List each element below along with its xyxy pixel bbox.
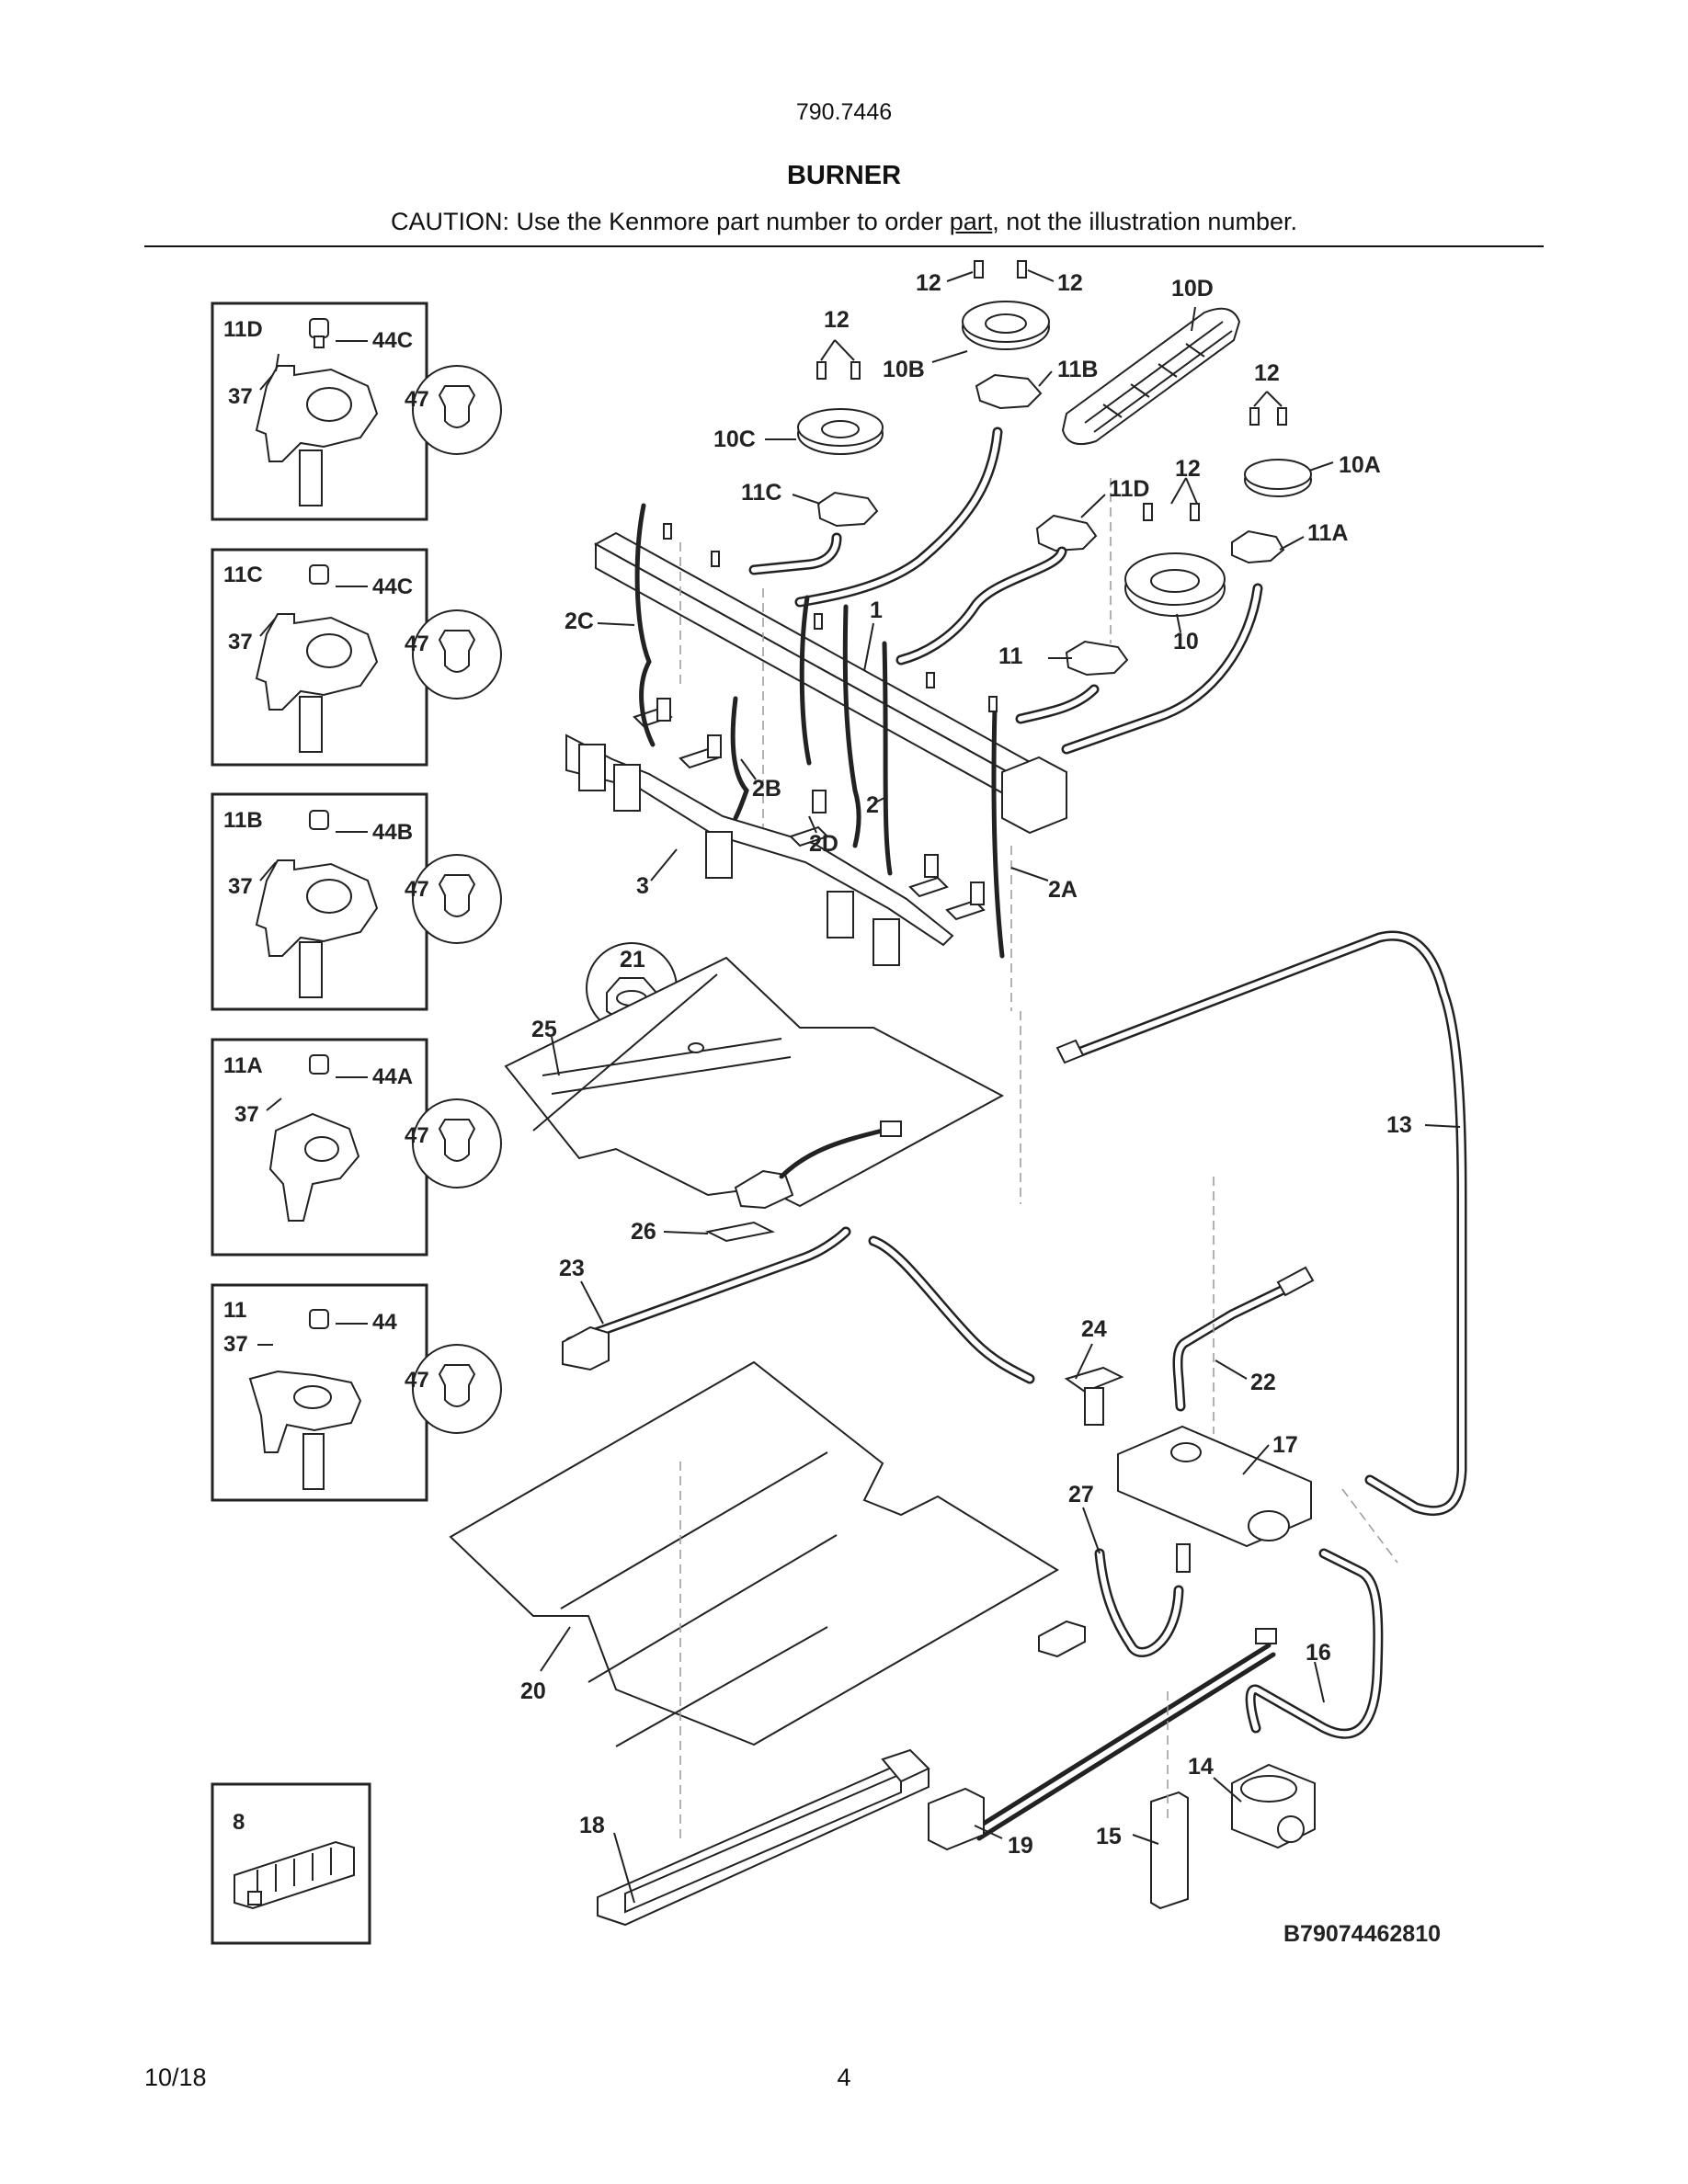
callout-24: 24 bbox=[1081, 1316, 1107, 1342]
inset-box-label: 8 bbox=[233, 1810, 245, 1835]
inset-box-label: 11A bbox=[223, 1053, 263, 1078]
callout-10b: 10B bbox=[883, 357, 925, 382]
callout-11a: 11A bbox=[1307, 520, 1348, 546]
callout-22: 22 bbox=[1250, 1370, 1276, 1395]
inset-box-11b: 11B 44B 37 47 bbox=[211, 792, 502, 1011]
callout-47: 47 bbox=[405, 1368, 429, 1393]
callout-44: 44 bbox=[372, 1310, 397, 1335]
callout-1: 1 bbox=[870, 597, 883, 623]
callout-44c: 44C bbox=[372, 574, 413, 599]
callout-27: 27 bbox=[1068, 1482, 1094, 1507]
callout-12: 12 bbox=[824, 307, 850, 333]
callout-12: 12 bbox=[1175, 456, 1201, 482]
caution-note: CAUTION: Use the Kenmore part number to … bbox=[0, 208, 1688, 236]
callout-47: 47 bbox=[405, 631, 429, 656]
callout-leaders bbox=[540, 269, 1461, 1904]
inset-box-label: 11B bbox=[223, 808, 263, 833]
callout-2b: 2B bbox=[752, 776, 781, 802]
callout-11b: 11B bbox=[1057, 357, 1098, 382]
callout-11d: 11D bbox=[1109, 476, 1149, 502]
inset-box-11a: 11A 44A 37 47 bbox=[211, 1038, 502, 1257]
callout-44b: 44B bbox=[372, 820, 413, 845]
inset-box-8: 8 bbox=[211, 1782, 371, 1945]
diagram-code: B79074462810 bbox=[1283, 1921, 1441, 1947]
callout-26: 26 bbox=[631, 1219, 656, 1245]
inset-box-11d: 11D 44C 37 47 bbox=[211, 301, 502, 521]
callout-13: 13 bbox=[1386, 1112, 1412, 1138]
callout-11c: 11C bbox=[741, 480, 781, 506]
callout-12: 12 bbox=[1254, 360, 1280, 386]
callout-3: 3 bbox=[636, 873, 649, 899]
callout-37: 37 bbox=[228, 874, 253, 899]
callout-37: 37 bbox=[228, 384, 253, 409]
callout-19: 19 bbox=[1008, 1833, 1033, 1859]
page-title: BURNER bbox=[786, 161, 902, 190]
callout-17: 17 bbox=[1272, 1432, 1298, 1458]
callout-2: 2 bbox=[866, 792, 879, 818]
inset-box-11c: 11C 44C 37 47 bbox=[211, 548, 502, 767]
callout-12: 12 bbox=[1057, 270, 1083, 296]
footer-date: 10/18 bbox=[144, 2064, 207, 2091]
top-burner-parts bbox=[565, 260, 1312, 1011]
callout-10: 10 bbox=[1173, 629, 1199, 654]
callout-10a: 10A bbox=[1339, 452, 1381, 478]
inset-box-label: 11 bbox=[223, 1298, 246, 1323]
callout-47: 47 bbox=[405, 387, 429, 412]
inset-box-label: 11C bbox=[223, 563, 263, 587]
callout-16: 16 bbox=[1306, 1640, 1331, 1666]
callout-20: 20 bbox=[520, 1678, 546, 1704]
inset-box-11: 11 44 37 47 bbox=[211, 1283, 502, 1502]
callout-44a: 44A bbox=[372, 1064, 413, 1089]
callout-2d: 2D bbox=[809, 831, 838, 857]
callout-23: 23 bbox=[559, 1256, 585, 1281]
callout-15: 15 bbox=[1096, 1824, 1122, 1849]
callout-21: 21 bbox=[620, 947, 645, 973]
callout-37: 37 bbox=[234, 1102, 259, 1127]
callout-47: 47 bbox=[405, 1123, 429, 1148]
caution-underlined-word: part bbox=[949, 208, 993, 235]
callout-37: 37 bbox=[223, 1332, 248, 1357]
callout-37: 37 bbox=[228, 630, 253, 654]
callout-labels: 12 12 10D 12 10B 11B 12 10C 12 10A 11C 1… bbox=[520, 270, 1441, 1947]
callout-2c: 2C bbox=[565, 609, 594, 634]
caution-text-end: , not the illustration number. bbox=[992, 208, 1297, 235]
callout-2a: 2A bbox=[1048, 877, 1078, 903]
header-rule bbox=[144, 245, 1544, 247]
model-number: 790.7446 bbox=[795, 99, 893, 125]
callout-10d: 10D bbox=[1171, 276, 1214, 301]
callout-10c: 10C bbox=[713, 427, 756, 452]
callout-47: 47 bbox=[405, 877, 429, 902]
callout-18: 18 bbox=[579, 1813, 605, 1838]
callout-44c: 44C bbox=[372, 328, 413, 353]
callout-25: 25 bbox=[531, 1017, 557, 1042]
oven-burner-parts bbox=[449, 930, 1467, 1927]
callout-12: 12 bbox=[916, 270, 941, 296]
caution-text: CAUTION: Use the Kenmore part number to … bbox=[391, 208, 950, 235]
inset-box-label: 11D bbox=[223, 317, 263, 342]
callout-11: 11 bbox=[998, 643, 1023, 669]
callout-14: 14 bbox=[1188, 1754, 1214, 1780]
page-number: 4 bbox=[837, 2064, 851, 2091]
